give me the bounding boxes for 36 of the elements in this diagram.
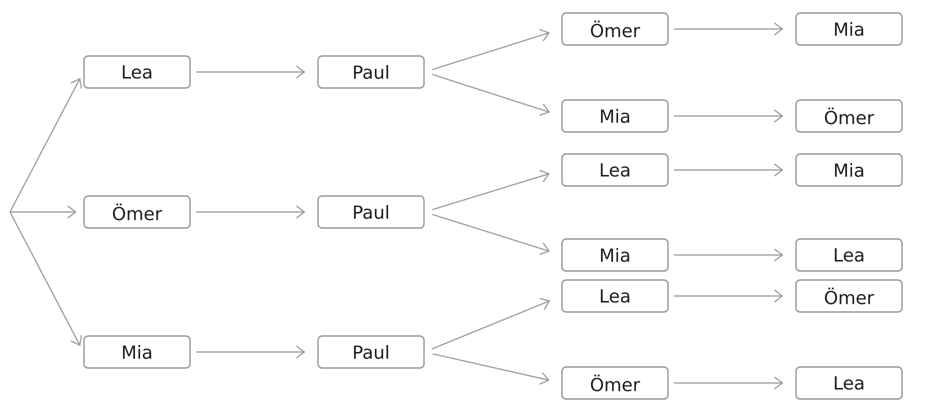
name-box: Lea bbox=[795, 238, 903, 272]
name-box: Ömer bbox=[83, 195, 191, 229]
arrow bbox=[196, 346, 306, 358]
arrow bbox=[9, 212, 82, 346]
name-box: Mia bbox=[795, 12, 903, 46]
name-box: Lea bbox=[561, 279, 669, 313]
name-box: Mia bbox=[795, 153, 903, 187]
name-box: Lea bbox=[83, 55, 191, 89]
arrow bbox=[674, 248, 784, 262]
arrow bbox=[432, 29, 550, 70]
arrow bbox=[432, 74, 550, 116]
arrow bbox=[674, 22, 784, 36]
name-box: Mia bbox=[83, 335, 191, 369]
name-box: Ömer bbox=[561, 366, 669, 400]
arrow bbox=[196, 66, 306, 78]
arrow bbox=[674, 290, 784, 302]
arrow bbox=[432, 353, 550, 385]
name-box: Mia bbox=[561, 238, 669, 272]
name-box: Ömer bbox=[795, 99, 903, 133]
name-box: Paul bbox=[317, 55, 425, 89]
name-box: Lea bbox=[561, 153, 669, 187]
name-box: Paul bbox=[317, 195, 425, 229]
arrow bbox=[10, 206, 77, 218]
arrow bbox=[674, 164, 784, 176]
arrow bbox=[432, 214, 550, 255]
name-box: Mia bbox=[561, 99, 669, 133]
arrow bbox=[432, 170, 550, 210]
name-box: Lea bbox=[795, 366, 903, 400]
arrow bbox=[674, 376, 784, 390]
arrow bbox=[432, 298, 550, 350]
arrow bbox=[9, 78, 82, 212]
name-box: Ömer bbox=[561, 12, 669, 46]
name-box: Ömer bbox=[795, 279, 903, 313]
name-box: Paul bbox=[317, 335, 425, 369]
arrow bbox=[674, 110, 784, 122]
arrow bbox=[196, 206, 306, 218]
